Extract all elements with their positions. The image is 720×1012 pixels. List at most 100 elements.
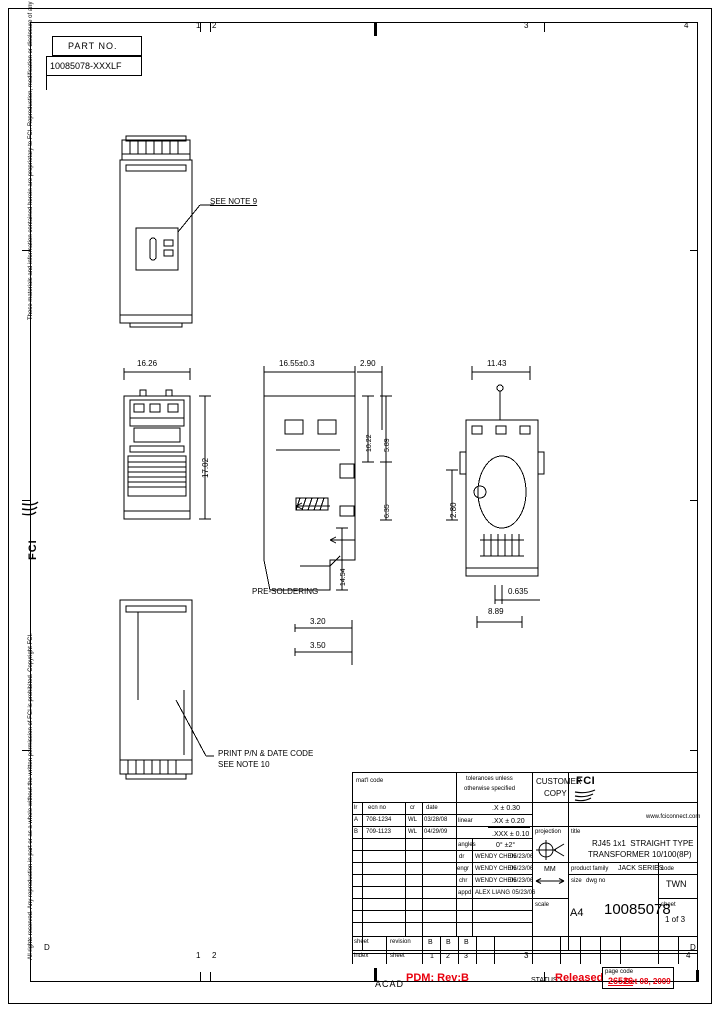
tb-divider [352, 838, 532, 839]
dim-bottom-height: 2.80 [449, 502, 458, 518]
tb-divider [352, 898, 532, 899]
tb-fci-url: www.fciconnect.com [646, 814, 701, 820]
zone-tick [22, 250, 30, 251]
tb-divider [532, 936, 533, 964]
tb-sheet-value: 1 of 3 [665, 915, 686, 924]
zone-label-bottom-3: 3 [524, 951, 529, 960]
tb-sheet-num: 1 [430, 953, 434, 960]
tb-rev-header-cr: cr [410, 805, 415, 811]
zone-label-bottom-1: 1 [196, 951, 201, 960]
tb-rev-ecn: 708-1234 [366, 817, 392, 823]
tb-divider [386, 936, 387, 964]
tb-product-family-value: JACK SERIES [618, 865, 664, 872]
zone-label-bottom-4: 4 [686, 951, 691, 960]
zone-label-top-2: 2 [212, 21, 217, 30]
note-see-note-9: SEE NOTE 9 [210, 197, 258, 206]
part-no-value: 10085078-XXXLF [50, 61, 122, 71]
tb-divider [472, 838, 473, 936]
zone-label-top-3: 3 [524, 21, 529, 30]
tb-sheet-idx-label1: sheet [354, 939, 369, 945]
tb-sig-name: WENDY CHEN [475, 854, 516, 860]
tb-sheet-num: 2 [446, 953, 450, 960]
tb-divider [352, 826, 532, 827]
note-pre-soldering: PRE-SOLDERING [252, 587, 319, 596]
tb-tol-xx: .XX ± 0.20 [492, 818, 525, 825]
tb-units: MM [544, 866, 556, 873]
fci-swoosh-icon [574, 789, 596, 802]
tb-sig-role: chr [459, 878, 468, 884]
tb-rev-letter: A [354, 817, 359, 823]
tb-tolerances-label-1: tolerances unless [466, 776, 513, 782]
tb-sig-role: dr [459, 854, 465, 860]
tb-title-line2: TRANSFORMER 10/100(8P) [588, 850, 692, 859]
zone-tick [200, 972, 201, 982]
tb-projection-label: projection [535, 829, 562, 835]
tb-sheet-label: sheet [661, 902, 676, 908]
tb-divider [352, 936, 698, 937]
fci-logo-margin: FCI [27, 539, 39, 560]
tb-rev-header-ecn: ecn no [368, 805, 387, 811]
tb-tol-x: .X ± 0.30 [492, 805, 520, 812]
tb-divider [352, 886, 532, 887]
tb-product-family-label: product family [571, 866, 609, 872]
tb-divider [658, 936, 659, 964]
zone-tick [690, 500, 698, 501]
tb-sig-role: engr [457, 866, 470, 872]
pdm-status-value: Released [555, 972, 604, 984]
page-code-value: 26526 [608, 976, 634, 986]
zone-tick [374, 22, 377, 36]
tb-divider [422, 802, 423, 936]
pdm-rev-text: PDM: Rev:B [406, 972, 469, 984]
dim-span: 8.89 [488, 607, 504, 616]
units-arrow-icon [535, 878, 565, 884]
tb-sheet-num: 3 [464, 953, 468, 960]
page-code-box [602, 967, 674, 989]
note-print-pn-line1: PRINT P/N & DATE CODE [218, 749, 314, 758]
tb-fci-logo: FCI [576, 775, 596, 787]
tb-divider [658, 862, 659, 936]
dim-front-width: 16.26 [137, 359, 158, 368]
zone-tick [690, 750, 698, 751]
part-no-value-box [46, 56, 142, 76]
tb-divider [352, 950, 698, 951]
pdm-status-label: STATUS: [531, 977, 560, 984]
tb-divider [620, 936, 621, 964]
tb-rev-header-date: date [426, 805, 438, 811]
tb-sig-date: 05/23/06 [510, 866, 534, 872]
tb-sig-role: appd [458, 890, 472, 896]
fci-swoosh-icon [21, 501, 39, 516]
tb-sheet-rev: B [428, 939, 433, 946]
tb-sig-date: 05/23/06 [510, 854, 534, 860]
tb-tol-rule [488, 827, 530, 828]
tb-size-value: A4 [570, 907, 584, 919]
tb-angles-label: angles [458, 842, 476, 848]
tb-divider [532, 862, 698, 863]
tb-divider [600, 936, 601, 964]
tb-divider [532, 772, 533, 950]
tb-rev-ecn: 709-1123 [366, 829, 391, 835]
zone-tick [374, 968, 377, 982]
title-block [352, 772, 698, 954]
tb-divider [678, 936, 679, 964]
tb-divider [352, 850, 532, 851]
part-no-label-box [52, 36, 142, 56]
zone-label-top-4: 4 [684, 21, 689, 30]
projection-symbol-icon [536, 840, 565, 860]
dim-front-height: 17.02 [201, 457, 210, 478]
copyright-notice-top: These materials and information containe… [28, 0, 34, 321]
zone-label-bottom-2: 2 [212, 951, 217, 960]
tb-dwg-no-value: 10085078 [604, 901, 671, 918]
outer-border [8, 8, 712, 1004]
zone-tick [22, 500, 30, 501]
tb-sheet-rev: B [464, 939, 469, 946]
tb-divider [362, 802, 363, 950]
dim-side-tail: 2.90 [360, 359, 376, 368]
tb-tol-xxx: .XXX ± 0.10 [492, 831, 530, 838]
tb-divider [352, 802, 698, 803]
inner-border [30, 22, 698, 982]
tb-sheet-idx-sub2: sheet [390, 953, 405, 959]
tb-rev-date: 03/28/08 [424, 817, 448, 823]
tb-code-label: code [661, 866, 675, 872]
cad-system-label: ACAD [375, 979, 405, 989]
